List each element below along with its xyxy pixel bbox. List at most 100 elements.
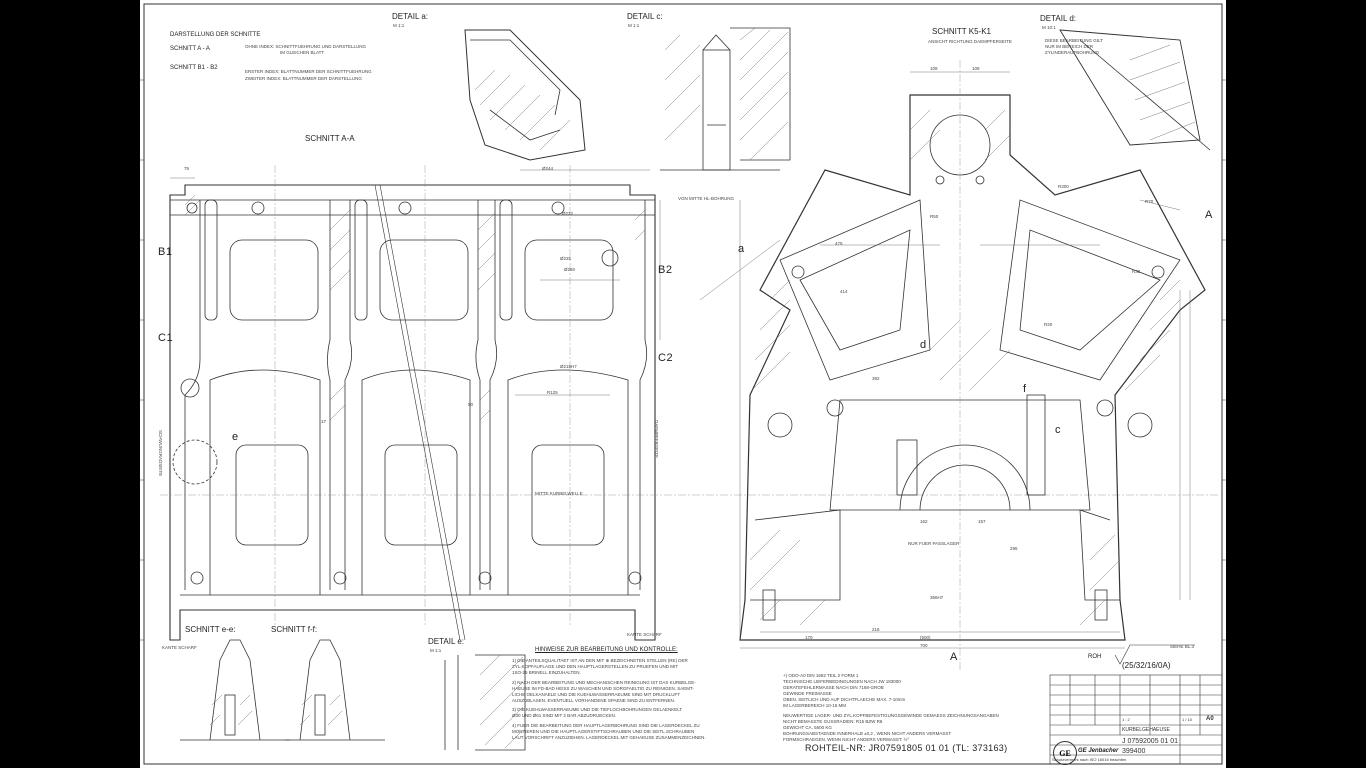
item-number: 399400 xyxy=(1122,748,1146,755)
legend-b1b2-note1: ERSTER INDEX: BLATTNUMMER DER SCHNITTFUE… xyxy=(245,69,372,74)
dimension: R20 xyxy=(1044,322,1053,327)
dimension: Ø244 xyxy=(542,166,554,171)
cut-marker-a-top: A xyxy=(1205,209,1213,221)
legend-b1b2-note2: ZWEITER INDEX: BLATTNUMMER DER DARSTELLU… xyxy=(245,76,362,81)
legend-aa-note1: OHNE INDEX: SCHNITTFUEHRUNG UND DARSTELL… xyxy=(245,44,367,49)
dimension: (500) xyxy=(920,635,931,640)
note-line: 3) DIE KUEHLWASSERRAEUME UND DIE TIEFLOC… xyxy=(512,707,683,712)
sheet-number: 1 / 10 xyxy=(1182,717,1193,722)
section-ff-title: SCHNITT f-f: xyxy=(271,625,318,634)
scale: 1 : 2 xyxy=(1122,717,1130,722)
note-line: NICHT BEMASSTE GUSSRADIEN: R15 BZW R8 xyxy=(783,718,883,724)
detail-d-scale: M 10:1 xyxy=(1042,25,1056,30)
notes-right-list: +) ODO-A0 DIN 1692 TEIL 2 FORM 1 TECHNIS… xyxy=(783,673,1043,744)
part-name: KURBELGEHAEUSE xyxy=(1122,727,1170,733)
label-schwungradseite: SCHWUNGRADSEITE xyxy=(158,430,163,477)
detail-marker-f: f xyxy=(1023,383,1027,395)
dimension: R50 xyxy=(930,214,939,219)
drawing-number: J 07592005 01 01 xyxy=(1122,738,1179,745)
note-line: +) ODO-A0 DIN 1692 TEIL 2 FORM 1 xyxy=(783,673,859,678)
legend-title: DARSTELLUNG DER SCHNITTE xyxy=(170,32,261,38)
notes-list: 1) DIE ANTEILSQUALITAET IST AN DEN MIT ⊕… xyxy=(512,658,734,742)
protection-note: Schutzvermerk nach ISO 16016 beachten xyxy=(1052,757,1127,762)
dimension: 700 xyxy=(920,643,928,648)
rohteil-number: ROHTEIL-NR: JR07591805 01 01 (TL: 373163… xyxy=(805,743,1008,753)
title-block-frame xyxy=(1049,674,1223,765)
dimension: 162 xyxy=(920,519,928,524)
roughness-value: (25/32/16/0A) xyxy=(1122,661,1171,670)
note-line: MONTIEREN UND DIE HAUPTLAGERSTIFTSCHRAUB… xyxy=(512,728,695,734)
dimension: 109 xyxy=(930,66,938,71)
note-line: LICHE OELKANAELE UND DIE KUEHLWASSERRAEU… xyxy=(512,691,680,697)
note-line: GEWICHT CA. 5600 KG xyxy=(783,724,832,730)
label-siehe-bl3: SIEHE BL.3 xyxy=(1170,644,1195,649)
note-line: AUSZUBLASEN. EVENTUELL VORHANDENE SPAENE… xyxy=(512,697,676,703)
detail-c-drawing xyxy=(660,27,791,171)
dimension: R300 xyxy=(1058,184,1069,189)
cut-marker-a-bottom: A xyxy=(950,651,958,663)
ge-logo-icon: GE xyxy=(1053,741,1077,765)
label-daempferseite: DAEMPFERSEITE xyxy=(654,420,659,459)
legend-aa-label: SCHNITT A - A xyxy=(170,46,210,52)
note-line: IM LAGERBEREICH 10-15 MM xyxy=(783,703,847,708)
note-line: 1SO-25 BRINELL EINZUHALTEN. xyxy=(512,670,581,675)
note-line: HAEUSE IM FD-BAD HEISS ZU WASCHEN UND SO… xyxy=(512,685,695,691)
cut-marker-b1: B1 xyxy=(158,246,173,258)
note-line: GERATEFEHLERMASSE NACH DIN 7168-GROB xyxy=(783,685,884,690)
section-aa-drawing xyxy=(169,184,656,641)
detail-c-note: VON MITTE HL-BOHRUNG xyxy=(678,196,735,201)
detail-a-title: DETAIL a: xyxy=(392,12,429,21)
dimension: 170 xyxy=(805,635,813,640)
detail-d-note-1: DIESE BEARBEITUNG GILT xyxy=(1045,38,1103,43)
dimension: 392 xyxy=(872,376,880,381)
cut-marker-c1: C1 xyxy=(158,332,174,344)
note-line: Ø30 UND Ø61 SIND MIT 2 BAR ABZUDRUECKEN. xyxy=(512,713,616,718)
detail-a-drawing xyxy=(464,29,586,161)
detail-c-scale: M 1:1 xyxy=(628,23,640,28)
dimension: 50 xyxy=(468,402,474,407)
label-mitte-kurbelwelle: MITTE KURBELWELLE xyxy=(535,491,583,496)
detail-c-title: DETAIL c: xyxy=(627,12,663,21)
detail-marker-a: a xyxy=(738,243,745,255)
detail-a-scale: M 1:1 xyxy=(393,23,405,28)
detail-marker-e: e xyxy=(232,431,239,443)
detail-d-drawing xyxy=(1059,29,1211,151)
section-ee-title: SCHNITT e-e: xyxy=(185,625,236,634)
label-kante-scharf: KANTE SCHARF xyxy=(627,632,662,637)
note-line: FORMSCHRAEGEN, WENN NICHT ANDERS VERMASS… xyxy=(783,736,910,742)
notes-header: HINWEISE ZUR BEARBEITUNG UND KONTROLLE: xyxy=(535,647,678,653)
detail-marker-c: c xyxy=(1055,424,1061,436)
note-line: OBEN, SEITLICH UND AUF DICHTFLAECHE MAX.… xyxy=(783,697,906,702)
note-line: ZYL.KOPFAUFLAGE UND DEN HAUPTLAGERSTELLE… xyxy=(512,664,679,669)
dimension: Ø218H7 xyxy=(560,364,577,369)
dimension: 295 xyxy=(1010,546,1018,551)
note-line: NEUWERTIGE LAGER- UND ZYL.KOPFBEFESTIGUN… xyxy=(783,712,999,718)
section-k5k1-subtitle: ANSICHT RICHTUNG DAEMPFERSEITE xyxy=(928,39,1012,44)
dimension: R30 xyxy=(1132,269,1141,274)
detail-e-scale: M 1:1 xyxy=(430,648,442,653)
note-line: GEWINDE FREIMASSE xyxy=(783,691,832,696)
legend-b1b2-label: SCHNITT B1 - B2 xyxy=(170,65,218,71)
section-ee-ff-drawing xyxy=(180,639,385,741)
dimension: 109 xyxy=(972,66,980,71)
cut-marker-c2: C2 xyxy=(658,352,674,364)
drawing-sheet: DARSTELLUNG DER SCHNITTE SCHNITT A - A O… xyxy=(140,0,1226,768)
label-nur-fuer-passlager: NUR FUER PASSLAGER xyxy=(908,541,960,546)
dimension: R125 xyxy=(547,390,558,395)
cut-marker-b2: B2 xyxy=(658,264,673,276)
legend-aa-note2: IM GLEICHEN BLATT xyxy=(280,50,325,55)
section-k5k1-drawing xyxy=(739,94,1206,641)
note-line: BOHRUNGSABSTAENDE INNERHALB ±0,2 , WENN … xyxy=(783,730,952,736)
format: A0 xyxy=(1206,716,1214,722)
note-line: 2) NACH DER BEARBEITUNG UND MECHANISCHEN… xyxy=(512,679,696,685)
note-line: LAUT VORSCHRIFT ANZUZIEHEN. LAGERDECKEL … xyxy=(512,734,706,740)
detail-d-title: DETAIL d: xyxy=(1040,14,1077,23)
dimension: 218 xyxy=(872,627,880,632)
note-line: 4) FUER DIE BEARBEITUNG DER HAUPTLAGERBO… xyxy=(512,722,700,728)
detail-d-note-3: ZYLINDERAUFBOHRUNG xyxy=(1045,50,1100,55)
dimension: 414 xyxy=(840,289,848,294)
detail-marker-d: d xyxy=(920,339,927,351)
dimension: Ø232 xyxy=(562,211,574,216)
dimension: Ø250 xyxy=(564,267,576,272)
roughness-label: ROH xyxy=(1088,654,1102,660)
